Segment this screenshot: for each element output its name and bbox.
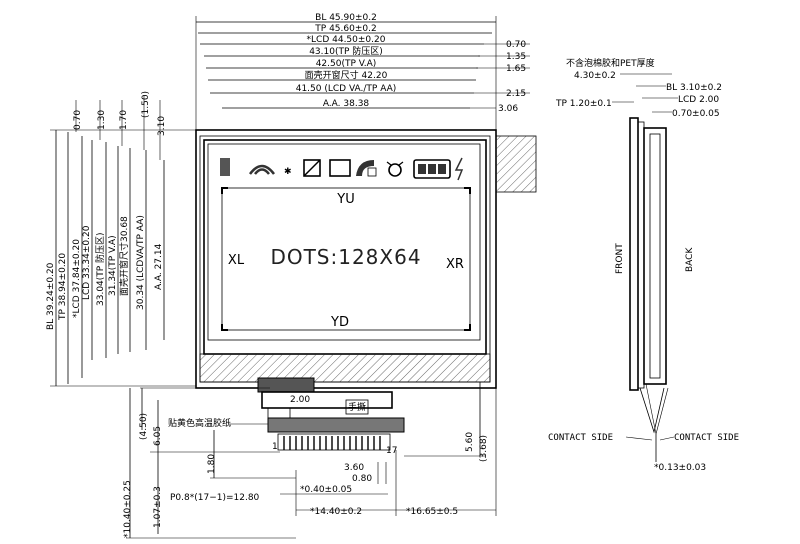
dim-080: 0.80 (352, 474, 372, 484)
side-dim-tp: TP 1.20±0.1 (555, 99, 612, 109)
dim-top-070: 0.70 (73, 110, 83, 130)
dim-368: (3.68) (479, 435, 489, 462)
dim-right-135: 1.35 (506, 52, 526, 62)
contact-side-right: CONTACT SIDE (674, 433, 739, 443)
dim-right-165: 1.65 (506, 64, 526, 74)
dim-180: 1.80 (207, 454, 217, 474)
dim-tp-anti-pressure: 43.10(TP 防压区) (309, 45, 383, 57)
left-dimensions: BL 39.24±0.20 TP 38.94±0.20 *LCD 37.84±0… (46, 91, 196, 387)
alarm-icon (388, 163, 402, 177)
dim-window-height: 面壳开窗尺寸30.68 (118, 216, 130, 296)
tape-label: 贴黄色高温胶纸 (168, 417, 231, 429)
pin-1-label: 1 (272, 442, 278, 452)
dim-lcd-va-width: 41.50 (LCD VA./TP AA) (296, 84, 397, 94)
bottom-dimensions: (4.50) 6.05 1.80 *10.40±0.25 1.07±0.3 P0… (123, 382, 497, 539)
dim-bl-height: BL 39.24±0.20 (46, 262, 56, 330)
side-dim-430: 4.30±0.2 (574, 71, 616, 81)
hand-tear-label: 手撕 (348, 401, 366, 413)
side-dim-070: 0.70±0.05 (672, 109, 720, 119)
dim-lcdva-height: 30.34 (LCDVA/TP AA) (136, 215, 146, 310)
battery-icon (413, 159, 451, 179)
dim-aa-width: A.A. 38.38 (323, 99, 370, 109)
dim-right-215: 2.15 (506, 89, 526, 99)
dim-top-310: 3.10 (157, 116, 167, 136)
fpc-connector: 手撕 1 17 (257, 377, 405, 456)
status-icons: ✱ (220, 157, 464, 181)
dim-605: 6.05 (153, 426, 163, 446)
dim-1440: *14.40±0.2 (310, 507, 362, 517)
dim-tp-va-width: 42.50(TP V.A) (316, 59, 377, 69)
yd-label: YD (330, 315, 349, 330)
dim-lcd-width: *LCD 44.50±0.20 (307, 35, 386, 45)
back-label: BACK (685, 247, 695, 272)
dots-label: DOTS:128X64 (270, 245, 421, 269)
foam-note: 不含泡棉胶和PET厚度 (566, 57, 655, 69)
yu-label: YU (336, 192, 354, 207)
dim-tp-height: TP 38.94±0.20 (58, 253, 68, 321)
dim-lcd2-height: LCD 33.34±0.20 (82, 225, 92, 300)
pitch-label: P0.8*(17−1)=12.80 (170, 493, 260, 503)
dim-1040: *10.40±0.25 (123, 480, 133, 538)
dim-450: (4.50) (139, 413, 149, 440)
bluetooth-icon: ✱ (284, 167, 292, 177)
charging-icon (454, 157, 464, 181)
module-outline (195, 129, 537, 389)
xr-label: XR (446, 257, 464, 272)
dim-tp-anti-height: 33.04(TP 防压区) (94, 232, 106, 306)
dim-aa-height: A.A. 27.14 (154, 243, 164, 290)
xl-label: XL (228, 253, 245, 268)
dim-tp-va-height: 31.34(TP V.A) (108, 235, 118, 296)
phone-icon (356, 160, 374, 176)
side-view: 不含泡棉胶和PET厚度 4.30±0.2 BL 3.10±0.2 LCD 2.0… (548, 57, 739, 473)
dim-top-170: 1.70 (119, 110, 129, 130)
dim-top-130: 1.30 (97, 110, 107, 130)
front-label: FRONT (615, 243, 625, 274)
dim-107: 1.07±0.3 (153, 486, 163, 528)
side-dim-lcd: LCD 2.00 (678, 95, 719, 105)
dim-right-306: 3.06 (498, 104, 518, 114)
dim-bl-width: BL 45.90±0.2 (315, 13, 377, 23)
side-dim-013: *0.13±0.03 (654, 463, 706, 473)
dim-200: 2.00 (290, 395, 310, 405)
signal-icon (220, 158, 230, 176)
dot-area: DOTS:128X64 YU YD XL XR (221, 187, 471, 331)
pin-17-label: 17 (386, 446, 397, 456)
dim-560: 5.60 (465, 432, 475, 452)
no-signal-icon (303, 159, 321, 177)
message-icon (329, 159, 351, 177)
top-dimensions: BL 45.90±0.2 TP 45.60±0.2 *LCD 44.50±0.2… (195, 13, 530, 140)
dim-tp-width: TP 45.60±0.2 (314, 24, 376, 34)
side-dim-bl: BL 3.10±0.2 (666, 83, 722, 93)
wifi-icon (249, 164, 275, 175)
dim-top-150: (1.50) (141, 91, 151, 118)
dim-window-width: 面壳开窗尺寸 42.20 (305, 69, 388, 81)
fpc-pins (283, 436, 381, 450)
dim-1665: *16.65±0.5 (406, 507, 458, 517)
dim-right-070: 0.70 (506, 40, 526, 50)
dim-lcd-height: *LCD 37.84±0.20 (72, 239, 82, 318)
dim-040: *0.40±0.05 (300, 485, 352, 495)
contact-side-left: CONTACT SIDE (548, 433, 613, 443)
dim-360: 3.60 (344, 463, 364, 473)
